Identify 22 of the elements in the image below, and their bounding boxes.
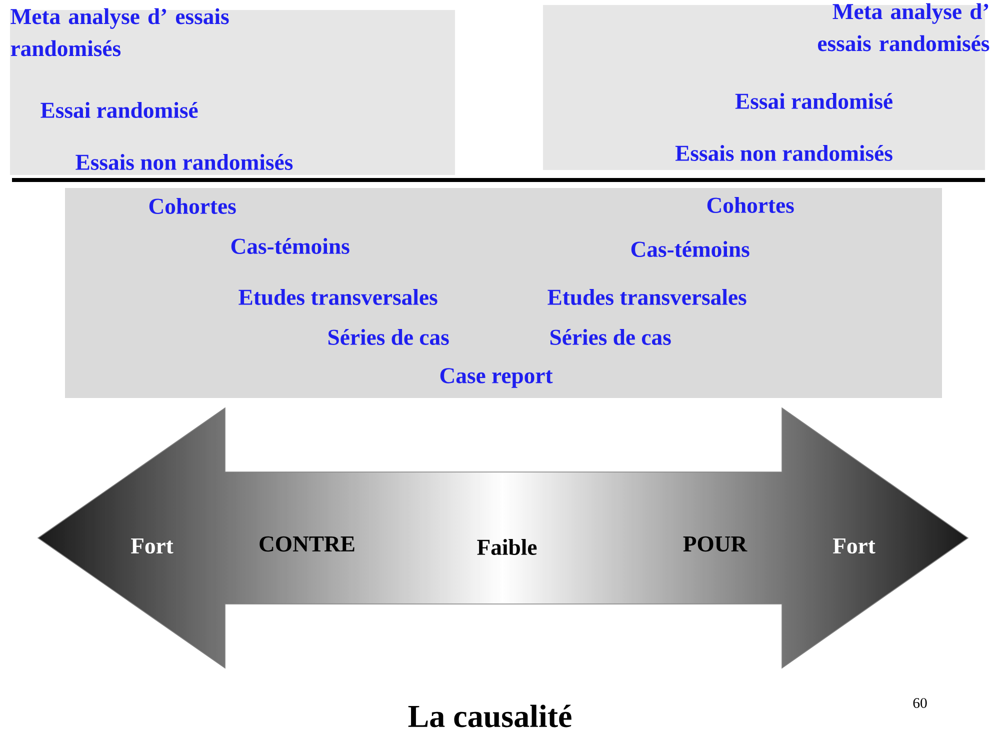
study-type-text: Cohortes	[149, 198, 236, 214]
study-type-text: Essais non randomisés	[76, 154, 293, 170]
title: La causalité	[408, 704, 572, 728]
study-type-text: Cas-témoins	[631, 241, 750, 257]
study-type-text: Essai randomisé	[40, 102, 198, 118]
study-type-text: Essais non randomisés	[675, 145, 892, 161]
study-type-text: Essai randomisé	[735, 93, 892, 109]
study-type-text: Etudes transversales	[238, 289, 438, 305]
arrow-text: Fort	[833, 538, 876, 554]
page-number: 60	[913, 698, 927, 708]
study-type-text: Case report	[440, 368, 553, 388]
study-type-text: Séries de cas	[328, 329, 449, 345]
study-type-text: Séries de cas	[550, 329, 671, 345]
study-type-text: Meta analyse d’ essais randomisés	[10, 8, 229, 56]
study-type-text: Meta analyse d’ essais randomisés	[818, 3, 990, 52]
study-type-text: Etudes transversales	[548, 289, 746, 305]
study-type-text: Cohortes	[707, 197, 794, 213]
arrow-text: Fort	[131, 538, 174, 554]
arrow-text: POUR	[683, 536, 748, 552]
study-type-text: Cas-témoins	[231, 238, 350, 254]
arrow-text: Faible	[477, 539, 537, 555]
arrow-text: CONTRE	[260, 536, 354, 552]
